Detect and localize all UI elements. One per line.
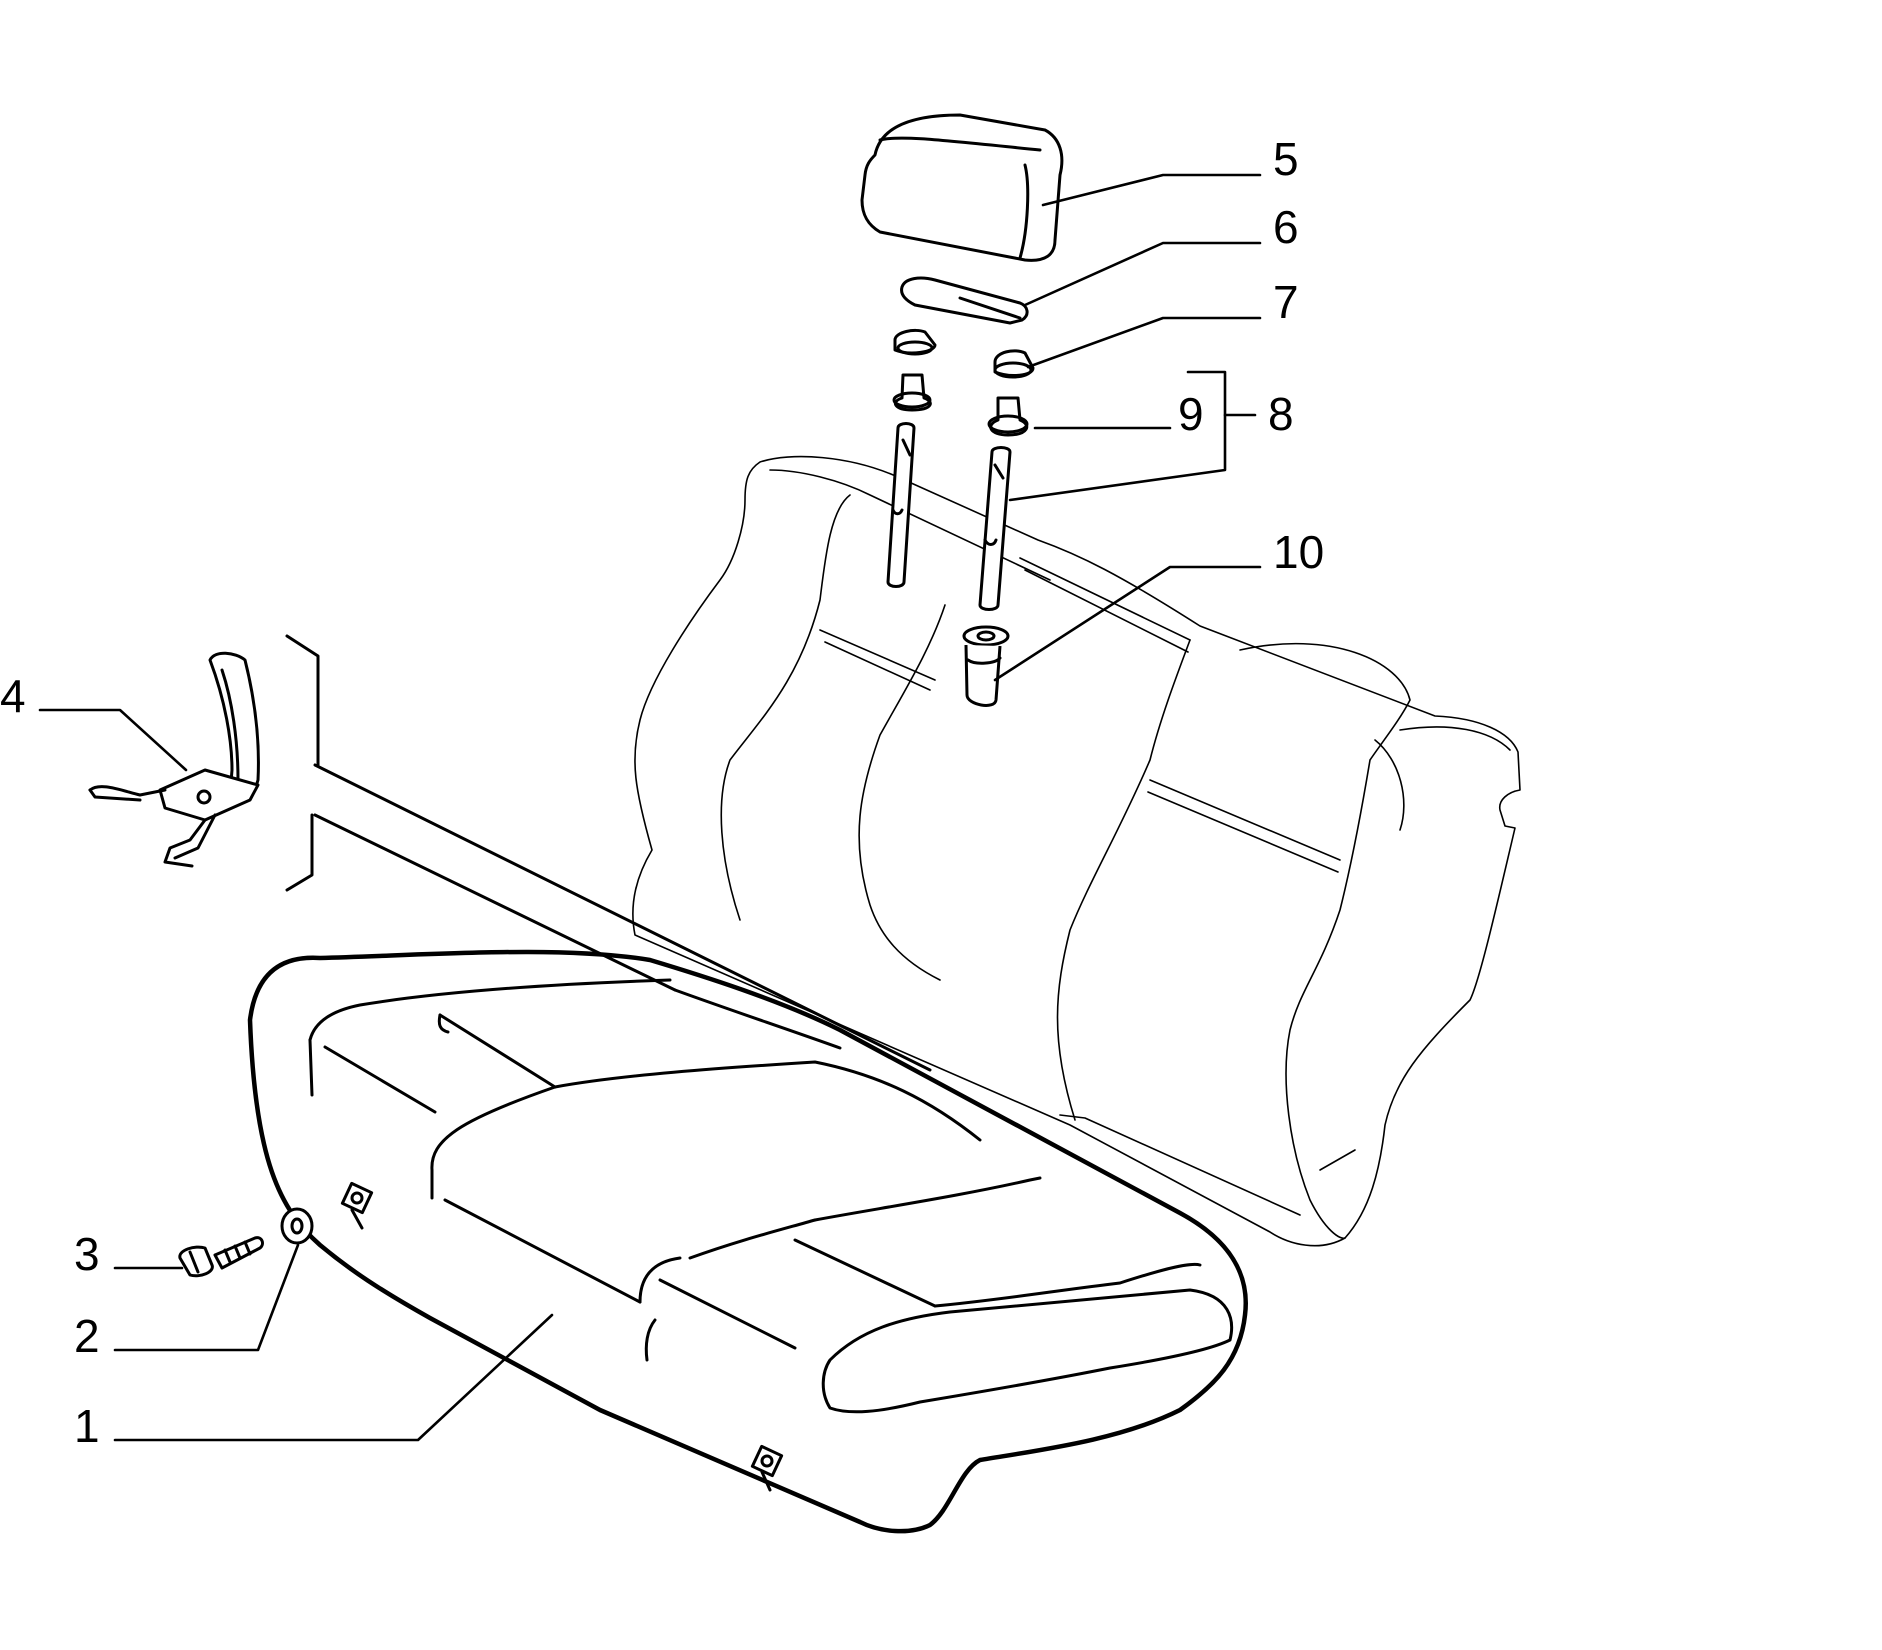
callout-2: 2 [74, 1310, 100, 1362]
callout-3: 3 [74, 1228, 100, 1280]
washer [280, 1207, 314, 1245]
callout-6: 6 [1273, 201, 1299, 253]
guide-sleeve [962, 625, 1010, 707]
headrest-rod-left [886, 422, 916, 588]
callout-10: 10 [1273, 526, 1324, 578]
callout-5: 5 [1273, 133, 1299, 185]
guide-cap-left [893, 328, 937, 356]
hinge-bracket [88, 651, 260, 868]
callout-8: 8 [1268, 388, 1294, 440]
guide-bushing-right [987, 396, 1029, 437]
headrest-rod-right [978, 446, 1012, 611]
headrest-trim [900, 276, 1029, 325]
callout-1: 1 [74, 1400, 100, 1452]
bolt [178, 1236, 264, 1278]
headrest [860, 113, 1064, 262]
callout-4: 4 [0, 670, 26, 722]
seat-cushion [247, 763, 1248, 1534]
callout-7: 7 [1273, 276, 1299, 328]
guide-cap-right [993, 349, 1035, 379]
seat-backrest [632, 455, 1521, 1247]
callout-labels: 5 6 7 9 8 10 4 3 2 1 [0, 133, 1324, 1452]
guide-bushing-left [892, 373, 932, 412]
leader-lines [38, 173, 1262, 1442]
callout-9: 9 [1178, 388, 1204, 440]
